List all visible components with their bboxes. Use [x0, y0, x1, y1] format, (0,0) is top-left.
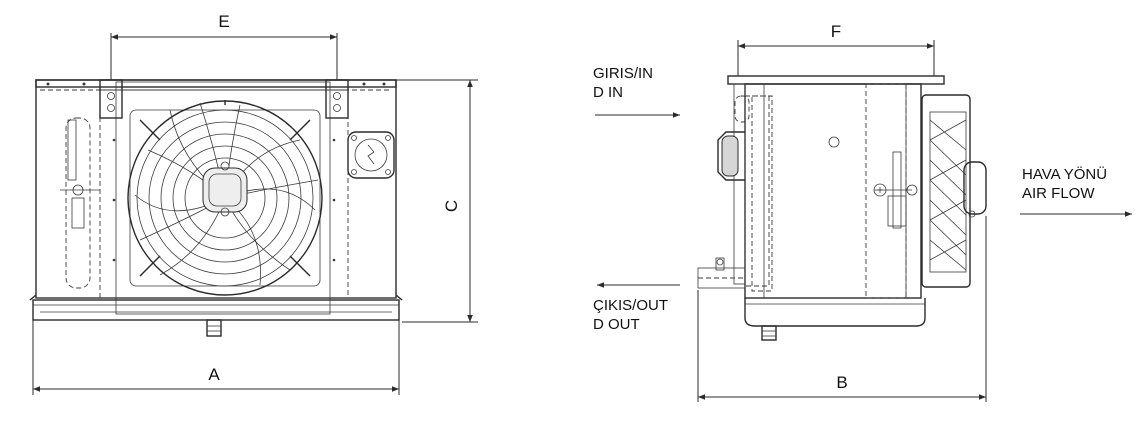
dim-b-label: B [836, 373, 847, 392]
side-fan [921, 94, 987, 288]
outlet-label-2: D OUT [593, 316, 640, 333]
front-electrical-box [347, 131, 395, 179]
side-casing [744, 83, 922, 299]
dim-e-label: E [218, 12, 229, 31]
front-bracket-right [325, 79, 349, 119]
airflow-label-1: HAVA YÖNÜ [1022, 165, 1107, 183]
side-electrical-box [717, 131, 745, 181]
front-top-rail [35, 79, 397, 88]
front-drain-outlet [206, 319, 222, 337]
front-drip-tray [32, 299, 400, 321]
front-view: E C A [29, 12, 478, 395]
airflow-label-2: AIR FLOW [1022, 185, 1095, 202]
dim-c-label: C [442, 200, 461, 212]
side-drain-outlet [761, 325, 777, 341]
front-fan [127, 100, 323, 296]
side-top-plate [727, 75, 945, 85]
inlet-label-1: GIRIS/IN [593, 65, 653, 82]
dim-a-label: A [208, 365, 220, 384]
dim-f-label: F [831, 22, 841, 41]
front-bracket-left [99, 79, 123, 119]
side-outlet-pipe [697, 257, 746, 289]
side-valve [873, 151, 918, 229]
inlet-label-2: D IN [593, 84, 623, 101]
side-drip-tray [744, 298, 926, 327]
side-view: F B GIRIS/IN D IN ÇIKIS/OUT D OUT HAVA Y… [593, 22, 1132, 402]
outlet-label-1: ÇIKIS/OUT [593, 297, 668, 314]
